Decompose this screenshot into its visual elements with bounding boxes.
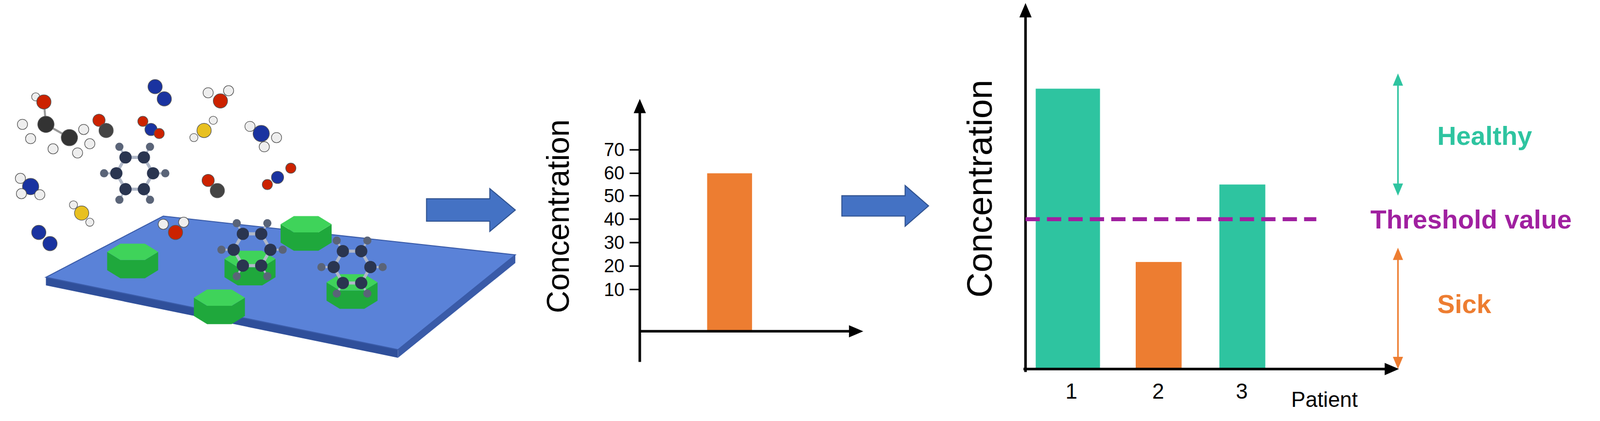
axis-tick-label: 10 [603, 280, 625, 299]
axis-title: Concentration [962, 79, 998, 298]
axis-title: Patient [1291, 388, 1358, 411]
sensor-plate [45, 216, 515, 358]
flow-arrow [842, 185, 929, 227]
axis-tick-label: 30 [603, 233, 625, 252]
gas-molecules [15, 79, 296, 251]
status-label: Sick [1437, 290, 1492, 317]
axis-tick-label: 60 [603, 163, 625, 183]
patient-comparison-chart [1019, 2, 1404, 375]
threshold-label: Threshold value [1370, 206, 1572, 233]
axis-tick-label: 50 [603, 186, 625, 206]
benzene-molecules [100, 142, 387, 299]
axis-tick-label: 20 [603, 256, 625, 276]
category-label: 1 [1065, 380, 1078, 403]
category-label: 3 [1235, 380, 1248, 403]
axis-tick-label: 40 [603, 210, 625, 229]
flow-arrow [426, 188, 516, 232]
axis-title: Concentration [542, 119, 574, 313]
single-measurement-chart [629, 98, 864, 362]
axis-tick-label: 70 [603, 140, 625, 159]
status-label: Healthy [1437, 122, 1532, 149]
receptor-prisms [106, 216, 378, 325]
category-label: 2 [1152, 380, 1164, 403]
